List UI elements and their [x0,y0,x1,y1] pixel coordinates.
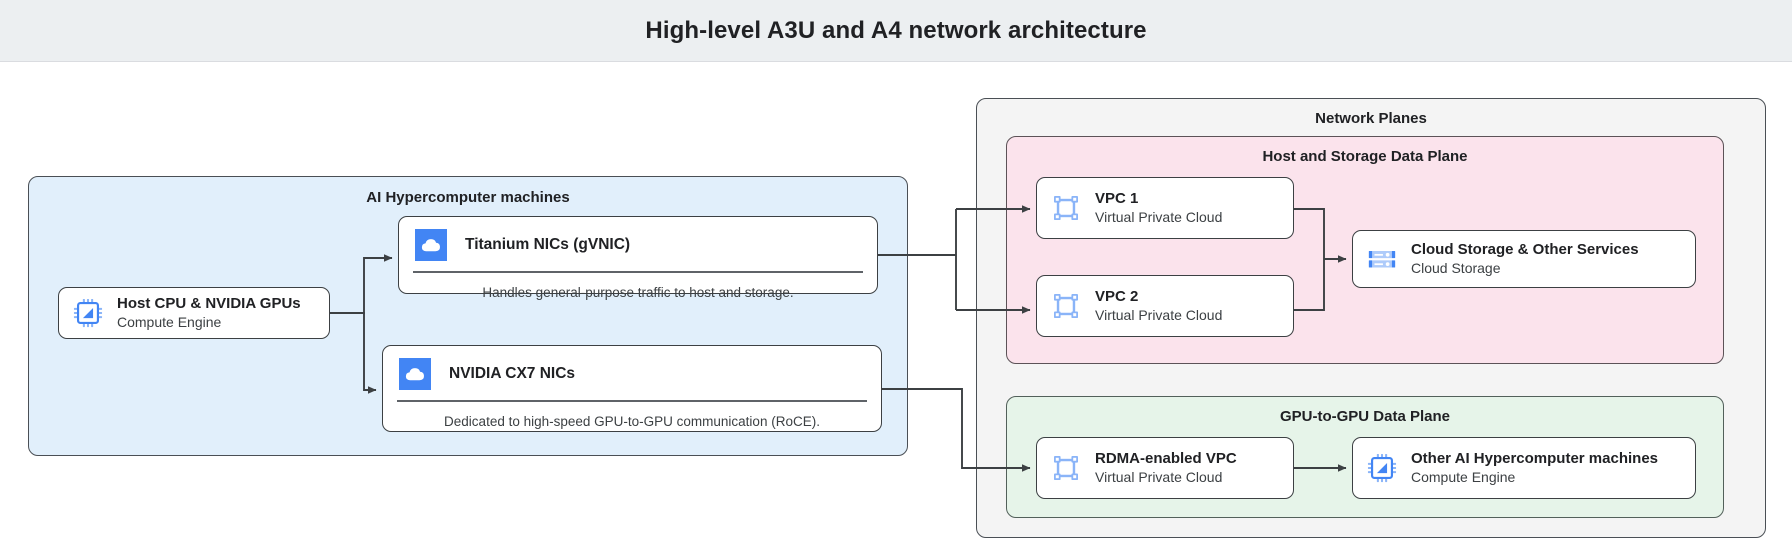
card-title: Titanium NICs (gVNIC) [465,236,631,253]
card-subtitle: Virtual Private Cloud [1095,209,1223,225]
card-subtitle: Virtual Private Cloud [1095,469,1223,485]
cpu-chip-icon [73,298,103,328]
card-titanium-nics[interactable]: Titanium NICs (gVNIC) Handles general-pu… [398,216,878,300]
card-cloud-storage[interactable]: Cloud Storage & Other Services Cloud Sto… [1352,230,1696,288]
card-title: Other AI Hypercomputer machines [1411,450,1659,467]
card-title: VPC 1 [1095,190,1139,207]
card-vpc-2[interactable]: VPC 2 Virtual Private Cloud [1036,275,1294,337]
card-title: Host CPU & NVIDIA GPUs [117,295,301,312]
cpu-chip-icon [1367,453,1397,483]
cloud-icon [415,229,447,261]
group-label-network-planes: Network Planes [1315,110,1427,127]
card-description: Dedicated to high-speed GPU-to-GPU commu… [444,413,820,429]
card-title: Cloud Storage & Other Services [1411,241,1639,258]
card-other-ai-hypercomputer-machines[interactable]: Other AI Hypercomputer machines Compute … [1352,437,1696,499]
card-vpc-1[interactable]: VPC 1 Virtual Private Cloud [1036,177,1294,239]
card-divider [413,271,863,273]
diagram-header: High-level A3U and A4 network architectu… [0,0,1792,62]
card-host-cpu-gpus[interactable]: Host CPU & NVIDIA GPUs Compute Engine [58,287,330,339]
vpc-icon [1051,291,1081,321]
vpc-icon [1051,453,1081,483]
card-title: VPC 2 [1095,288,1139,305]
cloud-icon [399,358,431,390]
card-subtitle: Compute Engine [1411,469,1516,485]
card-description: Handles general-purpose traffic to host … [482,284,794,300]
page-title: High-level A3U and A4 network architectu… [645,16,1147,44]
card-title: NVIDIA CX7 NICs [449,365,576,382]
group-label-host-storage-plane: Host and Storage Data Plane [1262,148,1468,165]
group-label-ai-machines: AI Hypercomputer machines [366,189,570,206]
card-divider [397,400,867,402]
card-nvidia-cx7-nics[interactable]: NVIDIA CX7 NICs Dedicated to high-speed … [382,345,882,432]
card-subtitle: Virtual Private Cloud [1095,307,1223,323]
card-subtitle: Cloud Storage [1411,260,1501,276]
group-label-gpu-plane: GPU-to-GPU Data Plane [1279,408,1451,425]
card-rdma-enabled-vpc[interactable]: RDMA-enabled VPC Virtual Private Cloud [1036,437,1294,499]
vpc-icon [1051,193,1081,223]
card-subtitle: Compute Engine [117,314,222,330]
card-title: RDMA-enabled VPC [1095,450,1237,467]
storage-rack-icon [1367,244,1397,274]
